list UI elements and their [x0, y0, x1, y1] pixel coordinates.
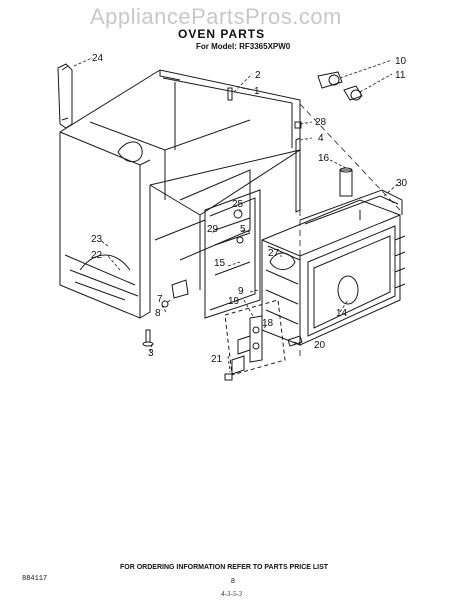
watermark: AppliancePartsPros.com	[90, 4, 342, 29]
model-subtitle: For Model: RF3365XPW0	[196, 42, 291, 51]
front-frame-panel	[204, 189, 261, 319]
callout-8: 8	[155, 308, 161, 319]
callout-5: 5	[240, 224, 246, 235]
callout-14: 14	[336, 308, 348, 319]
diagram-title: OVEN PARTS	[178, 27, 266, 41]
callout-11: 11	[395, 70, 406, 81]
callout-16: 16	[318, 153, 330, 164]
part-20-screw	[287, 335, 303, 347]
part-21-nut	[224, 373, 233, 381]
part-3-screw	[142, 329, 154, 347]
oven-cavity-liner	[261, 199, 406, 346]
part-2-screw	[227, 87, 233, 101]
callout-21: 21	[211, 354, 223, 365]
callout-9: 9	[238, 286, 244, 297]
callout-2: 2	[255, 70, 261, 81]
part-30-frame	[299, 189, 403, 225]
callout-29: 29	[207, 224, 219, 235]
callout-3: 3	[148, 348, 154, 359]
callout-4: 4	[318, 133, 324, 144]
callout-1: 1	[254, 86, 260, 97]
callout-23: 23	[91, 234, 103, 245]
lower-bracket-assembly	[224, 299, 286, 376]
part-4-strip	[295, 137, 301, 213]
callout-19: 19	[228, 296, 240, 307]
document-number: 884117	[22, 575, 48, 583]
callout-10: 10	[395, 56, 407, 67]
callout-28: 28	[315, 117, 327, 128]
callout-7: 7	[157, 294, 163, 305]
callout-27: 27	[268, 248, 280, 259]
handwritten-note: 4-3-5-3	[221, 590, 242, 598]
oven-cabinet	[59, 69, 301, 319]
callout-24: 24	[92, 53, 104, 64]
part-24-bar	[57, 63, 73, 129]
part-28-fastener	[294, 121, 302, 129]
leader-lines	[73, 57, 401, 373]
part-16-cylinder	[339, 167, 353, 197]
ordering-info-footer: FOR ORDERING INFORMATION REFER TO PARTS …	[120, 564, 329, 571]
callout-15: 15	[214, 258, 226, 269]
callout-30: 30	[396, 178, 408, 189]
callout-20: 20	[314, 340, 326, 351]
callout-labels: 24 2 1 10 11 28 4 16 30 25 29 5 23 22 27…	[91, 53, 408, 365]
callout-25: 25	[232, 199, 244, 210]
part-10-11-knob	[317, 71, 363, 101]
page-number: 8	[231, 578, 235, 585]
callout-18: 18	[262, 318, 274, 329]
callout-22: 22	[91, 250, 103, 261]
part-7-8-clips	[161, 279, 189, 308]
